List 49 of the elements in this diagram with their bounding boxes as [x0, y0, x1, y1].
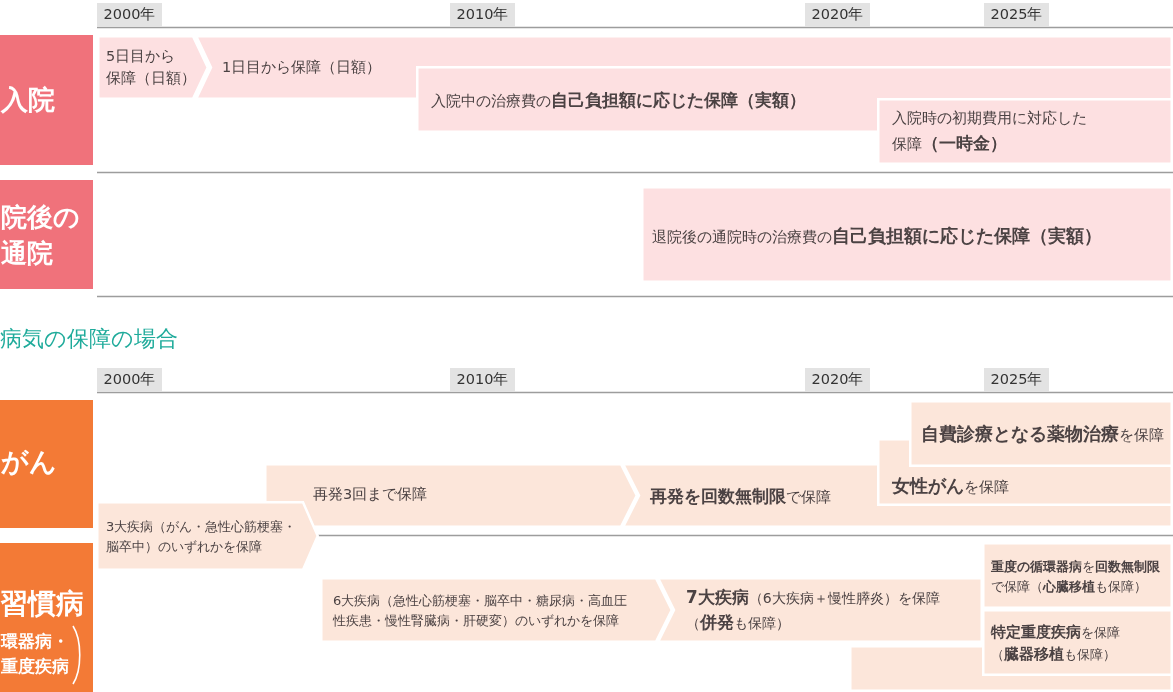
coverage-text: 6大疾病（急性心筋梗塞・脳卒中・糖尿病・高血圧性疾患・慢性腎臓病・肝硬変）のいずれかを保障 [333, 591, 629, 630]
year-text: 2020年 [811, 5, 864, 25]
year-text: 2010年 [456, 370, 509, 390]
coverage-text: 5日目から保障（日額） [106, 47, 197, 88]
coverage-text: 7大疾病（6大疾病＋慢性膵炎）を保障（併発も保障） [686, 585, 941, 634]
coverage-bar [982, 609, 1173, 676]
year-text: 2025年 [990, 370, 1043, 390]
year-text: 2000年 [103, 370, 156, 390]
category-title: 入院 [1, 83, 55, 118]
coverage-bar [877, 98, 1173, 165]
coverage-bar [96, 501, 319, 571]
coverage-bar [657, 577, 983, 643]
category-title: がん [1, 445, 57, 480]
coverage-text: 特定重度疾病を保障（臓器移植も保障） [991, 621, 1121, 665]
year-marker [450, 368, 515, 392]
coverage-bar [909, 400, 1173, 467]
coverage-text: 退院後の通院時の治療費の自己負担額に応じた保障（実額） [652, 223, 1102, 248]
coverage-bar [641, 186, 1173, 283]
coverage-text: 女性がんを保障 [892, 474, 1009, 499]
coverage-text: 重度の循環器病を回数無制限で保障（心臓移植も保障） [991, 557, 1161, 596]
year-marker [984, 368, 1049, 392]
year-text: 2010年 [456, 5, 509, 25]
category-block [0, 543, 93, 692]
category-block [0, 35, 93, 165]
category-title: 院後の通院 [1, 200, 81, 270]
year-marker [984, 3, 1049, 27]
year-text: 2025年 [990, 5, 1043, 25]
year-marker [97, 368, 162, 392]
coverage-bar [97, 35, 209, 100]
year-text: 2000年 [103, 5, 156, 25]
coverage-bar [320, 577, 673, 643]
year-marker [805, 3, 870, 27]
coverage-text: 再発3回まで保障 [313, 485, 428, 505]
year-marker [97, 3, 162, 27]
section-heading: 病気の保障の場合 [0, 325, 178, 353]
year-marker [450, 3, 515, 27]
coverage-text: 入院時の初期費用に対応した保障（一時金） [892, 109, 1088, 155]
year-marker [805, 368, 870, 392]
coverage-text: 入院中の治療費の自己負担額に応じた保障（実額） [431, 88, 806, 112]
year-text: 2020年 [811, 370, 864, 390]
coverage-text: 再発を回数無制限で保障 [650, 484, 831, 508]
category-subtitle: 環器病・重度疾病 [1, 630, 70, 678]
coverage-text: 3大疾病（がん・急性心筋梗塞・脳卒中）のいずれかを保障 [106, 517, 298, 556]
coverage-bar [982, 542, 1173, 609]
category-block [0, 400, 93, 528]
coverage-text: 自費診療となる薬物治療を保障 [921, 422, 1164, 447]
category-block [0, 180, 93, 289]
coverage-text: 1日目から保障（日額） [222, 58, 382, 78]
category-title: 習慣病 [0, 586, 84, 623]
